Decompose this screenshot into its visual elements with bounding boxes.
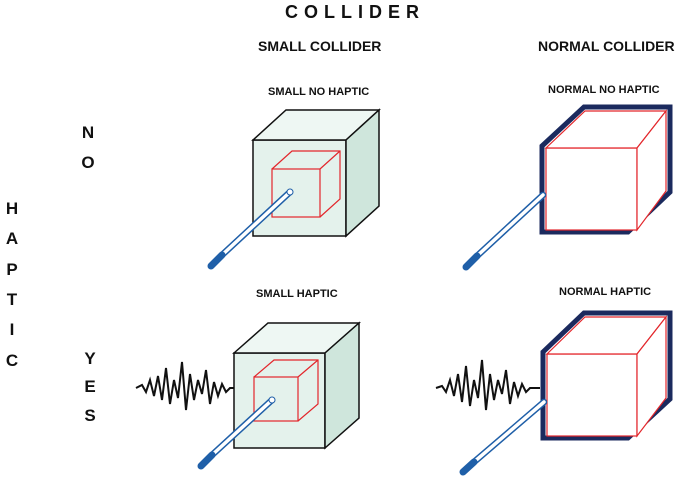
cell-title-normal-haptic: NORMAL HAPTIC: [559, 286, 652, 298]
inner-object-cube: [253, 359, 319, 422]
cell-title-small-haptic: SMALL HAPTIC: [256, 288, 338, 300]
cell-title-small-no-haptic: SMALL NO HAPTIC: [268, 86, 370, 98]
small-haptic-scene: [135, 321, 361, 470]
haptic-wave: [435, 359, 540, 411]
outer-collider-cube: [251, 108, 381, 238]
stylus: [207, 188, 294, 270]
cell-title-normal-no-haptic: NORMAL NO HAPTIC: [548, 84, 660, 96]
diagram-title: COLLIDER: [285, 2, 425, 22]
outer-collider-cube: [232, 321, 361, 450]
collider-cube: [539, 104, 673, 235]
normal-haptic-scene: [435, 310, 673, 476]
inner-object-cube: [271, 150, 341, 218]
stylus: [459, 398, 548, 476]
haptic-wave: [135, 361, 236, 411]
collider-cube: [540, 310, 673, 441]
small-no-haptic-scene: [207, 108, 381, 270]
stylus: [462, 191, 547, 271]
column-header-small: SMALL COLLIDER: [258, 38, 382, 54]
column-header-normal: NORMAL COLLIDER: [538, 38, 675, 54]
normal-no-haptic-scene: [462, 104, 673, 271]
stylus: [197, 396, 276, 470]
